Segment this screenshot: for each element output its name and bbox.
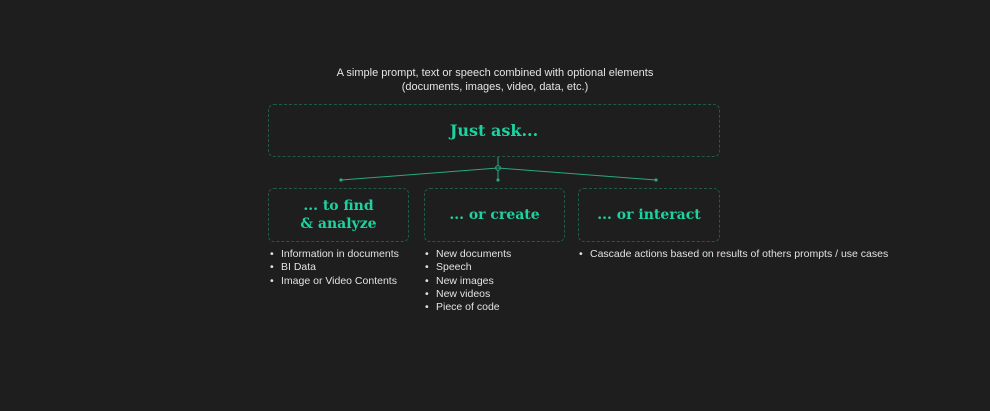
interact-label: ... or interact	[597, 207, 701, 223]
connector-line-right	[497, 167, 657, 181]
list-item: New images	[425, 275, 576, 289]
list-item: Image or Video Contents	[270, 275, 431, 289]
list-item: New documents	[425, 248, 576, 262]
create-box: ... or create	[424, 188, 565, 242]
connector-dot-middle	[496, 178, 500, 182]
just-ask-box: Just ask...	[268, 104, 720, 157]
find-analyze-list: Information in documents BI Data Image o…	[269, 248, 431, 288]
list-item: BI Data	[270, 261, 431, 275]
connector-dot-right	[654, 178, 658, 182]
create-list: New documents Speech New images New vide…	[424, 248, 576, 315]
caption-line-1: A simple prompt, text or speech combined…	[336, 67, 654, 79]
list-item: Speech	[425, 261, 576, 275]
caption-line-2: (documents, images, video, data, etc.)	[401, 81, 589, 93]
diagram-caption: A simple prompt, text or speech combined…	[265, 66, 725, 94]
list-item: Piece of code	[425, 301, 576, 315]
interact-box: ... or interact	[578, 188, 720, 242]
list-item: New videos	[425, 288, 576, 302]
find-analyze-label-line-2: & analyze	[300, 216, 377, 232]
list-item: Cascade actions based on results of othe…	[579, 248, 888, 262]
connector-dot-left	[339, 178, 343, 182]
find-analyze-box: ... to find & analyze	[268, 188, 409, 242]
just-ask-label: Just ask...	[449, 121, 539, 140]
interact-list: Cascade actions based on results of othe…	[578, 248, 888, 262]
list-item: Information in documents	[270, 248, 431, 262]
connector-line-left	[340, 167, 499, 181]
create-label: ... or create	[449, 207, 540, 223]
find-analyze-label-line-1: ... to find	[303, 198, 374, 214]
